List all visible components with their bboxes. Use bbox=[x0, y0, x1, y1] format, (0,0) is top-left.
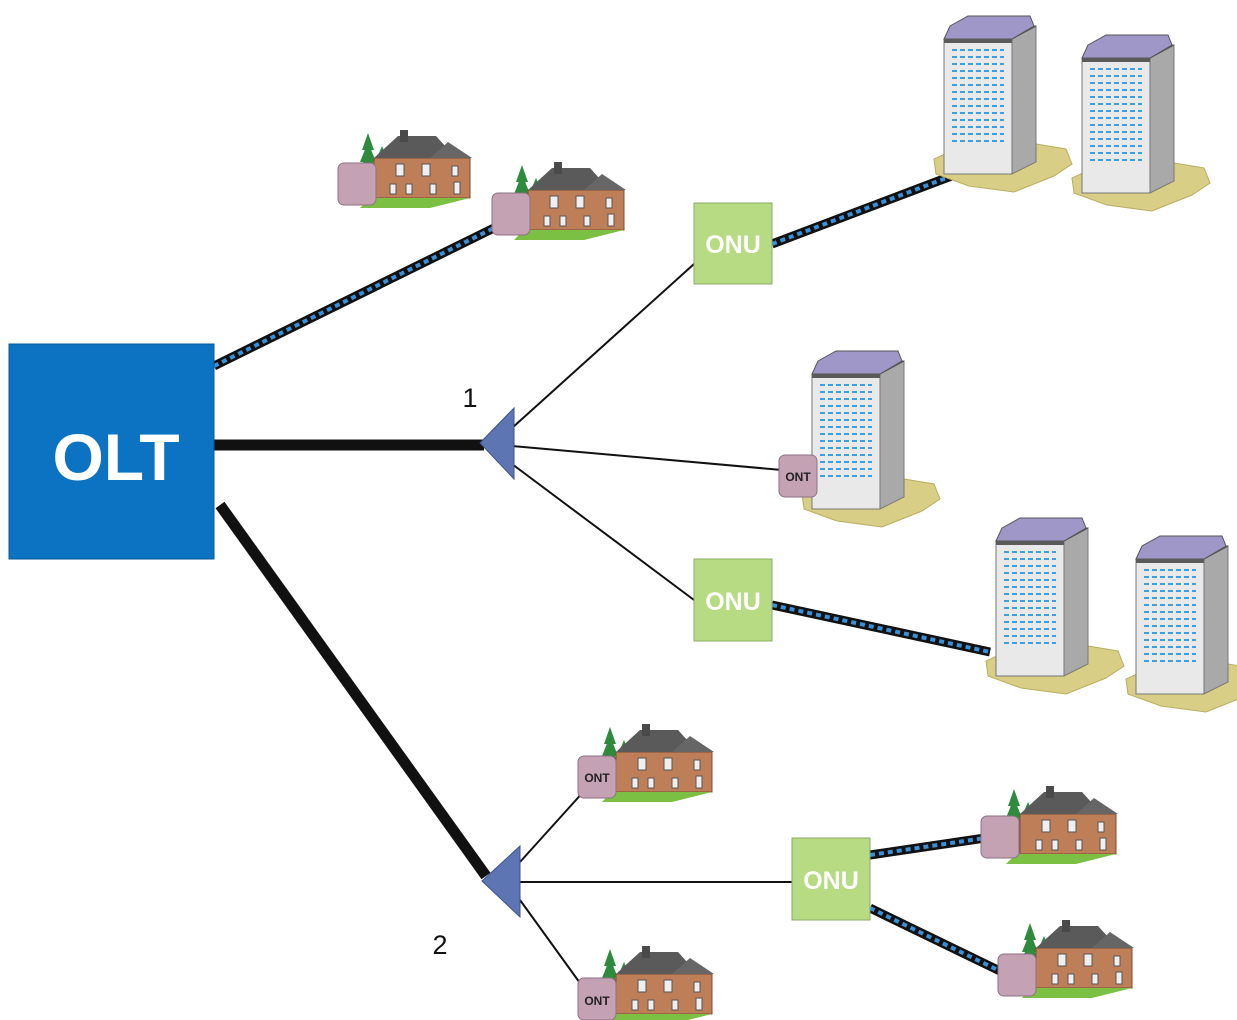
terminal-box bbox=[997, 953, 1037, 997]
ont-label: ONT bbox=[584, 771, 610, 785]
onu-label: ONU bbox=[705, 588, 761, 616]
apartment-building-icon bbox=[985, 517, 1125, 695]
olt-label: OLT bbox=[52, 420, 179, 494]
fiber-onu-bottom-to-house-bottom bbox=[868, 903, 1004, 977]
ont-box-house-bottom: ONT bbox=[577, 977, 617, 1020]
apartment-building-icon bbox=[1071, 34, 1211, 212]
ont-label: ONT bbox=[785, 470, 811, 484]
splitter-2-label: 2 bbox=[432, 930, 447, 960]
olt-box: OLT bbox=[8, 343, 215, 560]
fiber-onu-bottom-to-house-top bbox=[869, 833, 986, 860]
terminal-box bbox=[337, 162, 377, 206]
terminal-box bbox=[980, 815, 1020, 859]
ont-label: ONT bbox=[584, 994, 610, 1008]
fiber-splitter2-to-ont-house-top bbox=[519, 789, 586, 863]
fiber-splitter1-to-ont-building bbox=[511, 445, 783, 471]
onu-box-bottom: ONU bbox=[791, 837, 871, 921]
fiber-splitter2-to-ont-house-bottom bbox=[519, 899, 586, 991]
terminal-box bbox=[491, 192, 531, 236]
splitter-1-label: 1 bbox=[462, 383, 477, 413]
fiber-onu-mid-to-buildings bbox=[771, 600, 991, 657]
fiber-olt-to-houses-top bbox=[212, 220, 502, 371]
fiber-olt-to-splitter-2 bbox=[215, 501, 491, 880]
apartment-building-icon bbox=[1125, 535, 1237, 713]
fiber-onu-top-to-buildings bbox=[770, 167, 964, 249]
ont-box-house-top: ONT bbox=[577, 755, 617, 799]
onu-label: ONU bbox=[803, 867, 859, 895]
fiber-splitter1-to-onu-mid bbox=[511, 463, 695, 601]
ont-box-building: ONT bbox=[778, 454, 818, 498]
splitter-1-icon bbox=[479, 406, 515, 481]
apartment-building-icon bbox=[933, 15, 1073, 193]
apartment-building-icon bbox=[801, 350, 941, 528]
splitter-2-icon bbox=[481, 844, 521, 919]
onu-label: ONU bbox=[705, 231, 761, 259]
fiber-splitter1-to-onu-top bbox=[511, 263, 695, 429]
onu-box-top: ONU bbox=[693, 202, 773, 285]
onu-box-middle: ONU bbox=[693, 558, 773, 642]
